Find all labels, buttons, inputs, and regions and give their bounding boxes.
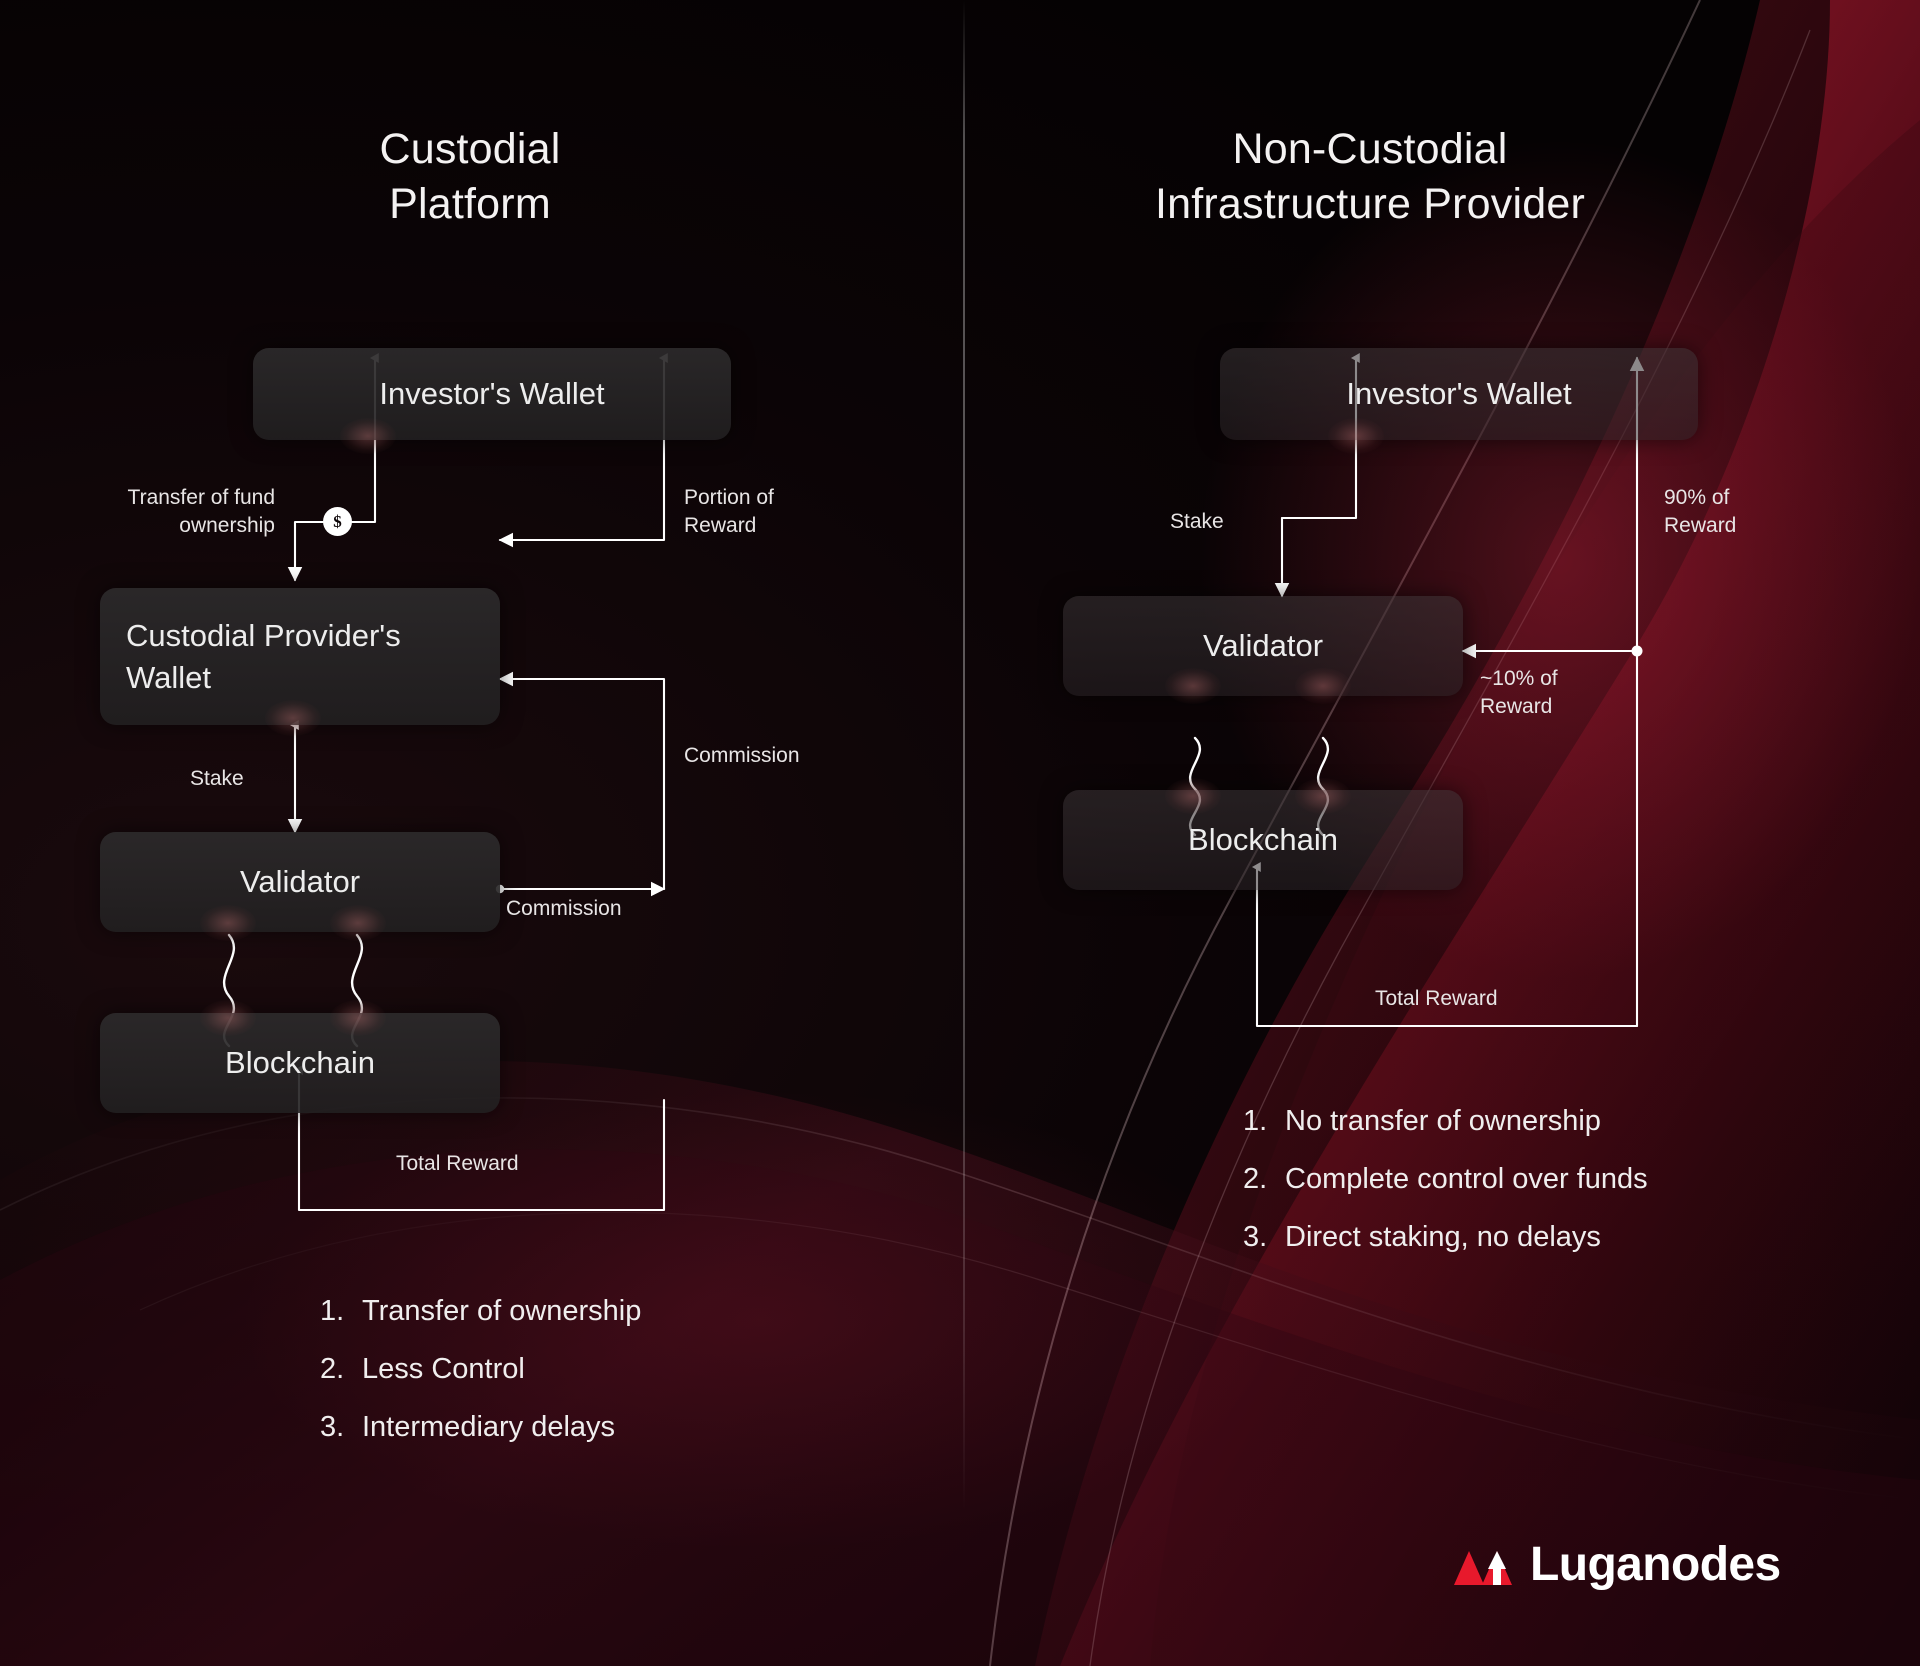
list-text: Intermediary delays [362,1411,616,1443]
node-right-blockchain[interactable]: Blockchain [1063,790,1463,890]
edge-label-transfer-of-fund-ownership: Transfer of fund ownership [127,486,275,537]
node-left-custodial-wallet[interactable]: Custodial Provider's Wallet [100,588,500,725]
list-index: 1. [1243,1105,1268,1137]
list-text: Direct staking, no delays [1285,1221,1601,1253]
list-custodial-drawbacks: 1. Transfer of ownership 2. Less Control… [320,1295,641,1469]
list-index: 3. [1243,1221,1268,1253]
edge-label-portion-of-reward: Portion of Reward [684,486,774,537]
list-index: 2. [1243,1163,1268,1195]
node-right-validator[interactable]: Validator [1063,596,1463,696]
brand-name: Luganodes [1530,1538,1781,1591]
edge-label-90-percent-of-reward: 90% of Reward [1664,486,1737,537]
node-label: Investor's Wallet [379,376,605,412]
list-text: Transfer of ownership [362,1295,642,1327]
list-item: 1. Transfer of ownership [320,1295,641,1328]
edge-label-stake: Stake [190,767,244,790]
list-text: Complete control over funds [1285,1163,1648,1195]
list-index: 1. [320,1295,345,1327]
edge-label-10-percent-of-reward: ~10% of Reward [1480,667,1558,718]
list-item: 2. Less Control [320,1353,641,1386]
node-label: Validator [1202,628,1324,664]
list-item: 3. Intermediary delays [320,1411,641,1444]
list-item: 3. Direct staking, no delays [1243,1221,1648,1254]
list-item: 1. No transfer of ownership [1243,1105,1648,1138]
edge-label-stake-right: Stake [1170,510,1224,533]
list-non-custodial-benefits: 1. No transfer of ownership 2. Complete … [1243,1105,1648,1279]
list-index: 3. [320,1411,345,1443]
node-label: Blockchain [1188,822,1338,858]
edge-label-commission-lower: Commission [506,897,622,920]
node-label: Validator [239,864,361,900]
node-label: Custodial Provider's Wallet [126,617,401,695]
luganodes-mountain-icon [1454,1550,1512,1585]
edge-label-total-reward-left: Total Reward [396,1152,519,1175]
node-left-blockchain[interactable]: Blockchain [100,1013,500,1113]
edge-label-total-reward-right: Total Reward [1375,987,1498,1010]
list-index: 2. [320,1353,345,1385]
node-label: Investor's Wallet [1346,376,1572,412]
node-label: Blockchain [225,1045,375,1081]
panel-divider [963,0,965,1512]
node-right-investor-wallet[interactable]: Investor's Wallet [1220,348,1698,440]
panel-title-custodial: Custodial Platform [379,125,561,229]
edge-label-commission-upper: Commission [684,744,800,767]
panel-title-non-custodial: Non-Custodial Infrastructure Provider [1155,125,1585,229]
node-left-validator[interactable]: Validator [100,832,500,932]
list-item: 2. Complete control over funds [1243,1163,1648,1196]
node-left-investor-wallet[interactable]: Investor's Wallet [253,348,731,440]
dollar-badge: $ [323,507,352,536]
list-text: No transfer of ownership [1285,1105,1601,1137]
list-text: Less Control [362,1353,525,1385]
brand-logo: Luganodes [1452,1537,1781,1592]
